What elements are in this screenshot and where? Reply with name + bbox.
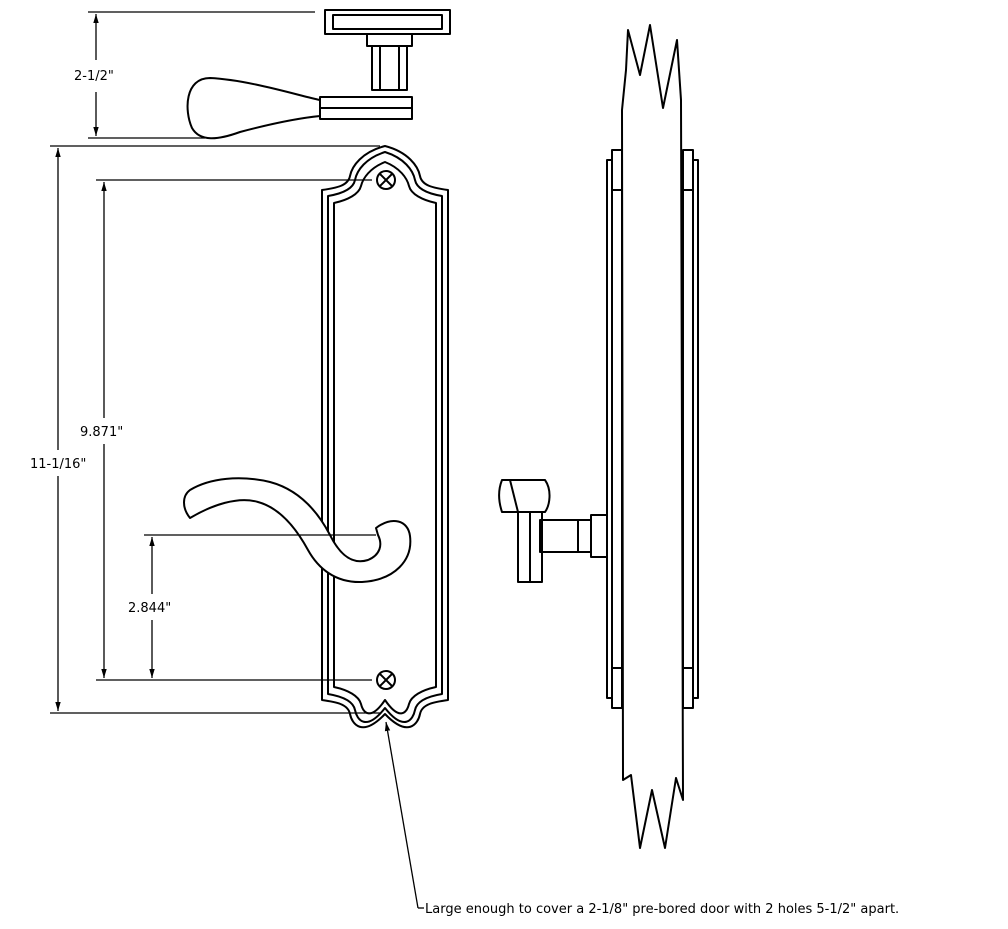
dimension-plate-length: 11-1/16" xyxy=(30,145,380,714)
lever-handle-front xyxy=(183,477,412,584)
bottom-screw-icon xyxy=(376,670,396,690)
dimension-lever-height: 2.844" xyxy=(128,534,376,678)
top-screw-icon xyxy=(376,170,396,190)
dimension-rose-height: 2-1/2" xyxy=(74,11,315,139)
plate-length-label: 11-1/16" xyxy=(30,457,86,472)
rose-height-label: 2-1/2" xyxy=(74,69,114,84)
coverage-note-text: Large enough to cover a 2-1/8" pre-bored… xyxy=(425,902,899,917)
door-side-view xyxy=(498,24,699,849)
lever-height-label: 2.844" xyxy=(128,601,171,616)
top-view-lever xyxy=(186,9,451,140)
backplate-front-view xyxy=(321,145,449,729)
dimension-screw-spacing: 9.871" xyxy=(80,179,372,681)
screw-spacing-label: 9.871" xyxy=(80,425,123,440)
coverage-note: Large enough to cover a 2-1/8" pre-bored… xyxy=(384,721,899,917)
